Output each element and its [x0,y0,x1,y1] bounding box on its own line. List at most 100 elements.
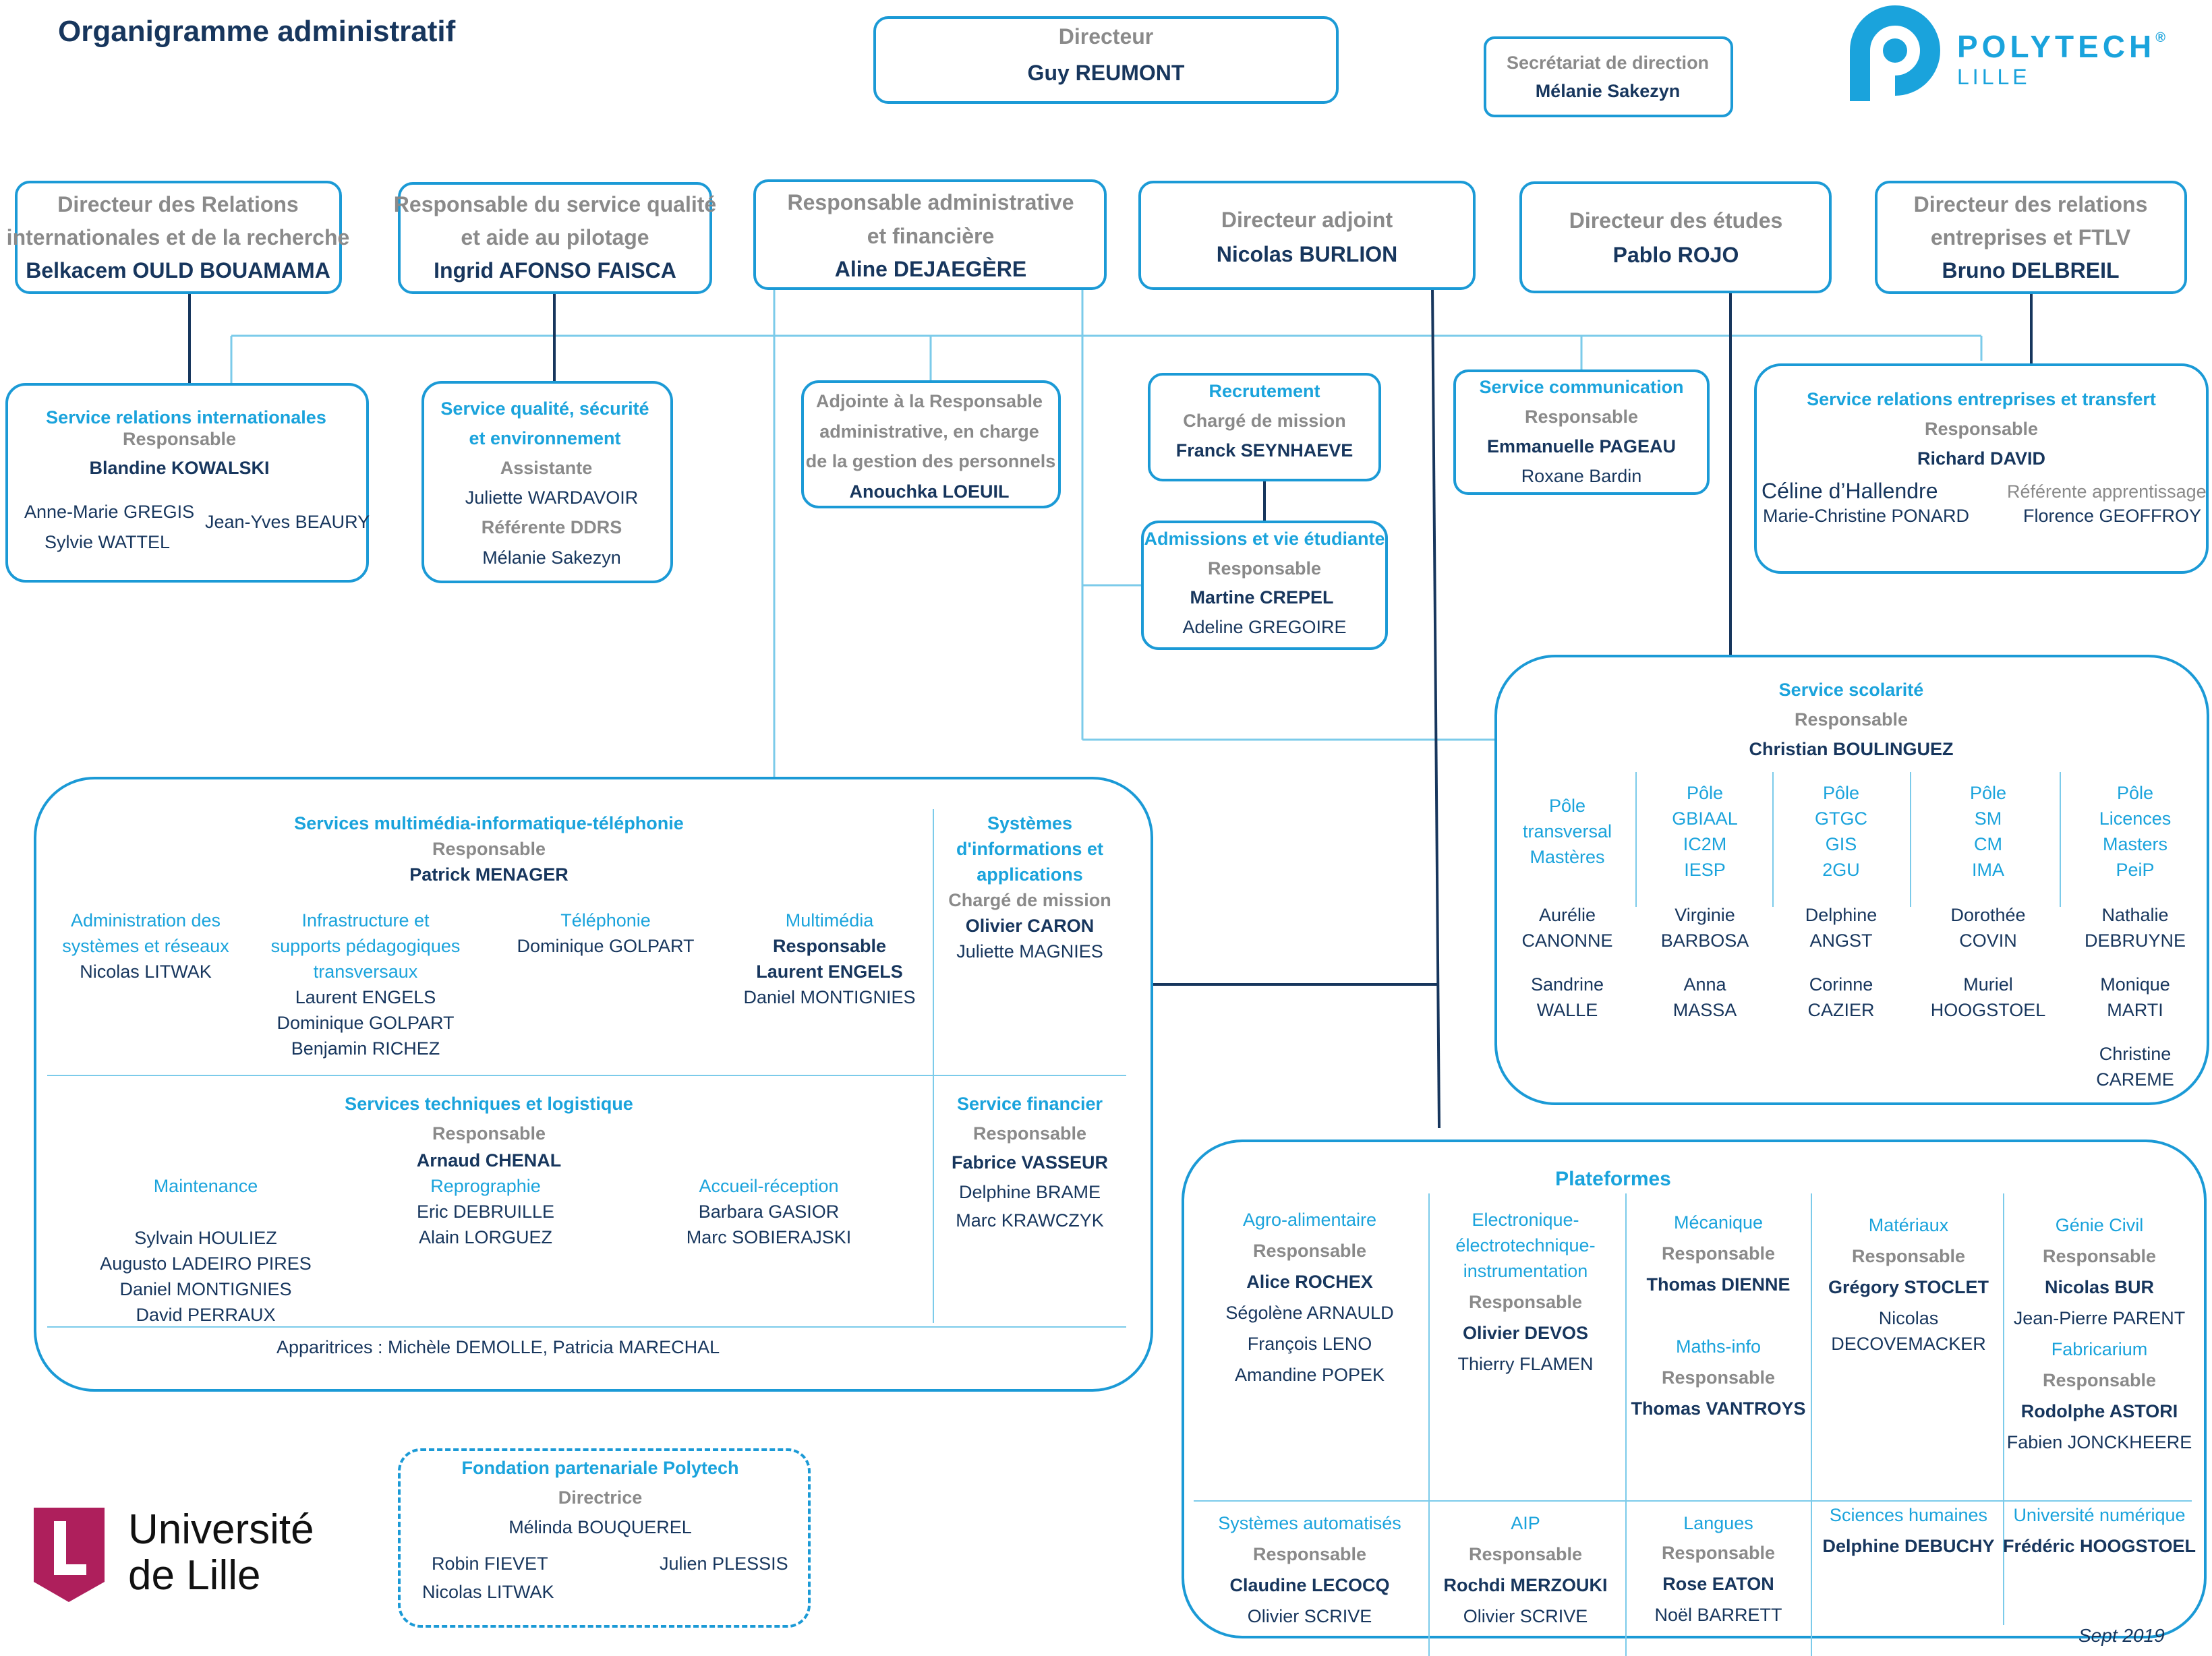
service-title: Services multimédia-informatique-télépho… [294,813,684,833]
universite-line1: Université [128,1506,314,1553]
adjointe-line: de la gestion des personnels [805,451,1056,471]
service-role: Chargé de mission [1183,411,1346,431]
box-fondation [398,1448,811,1628]
polytech-logo: POLYTECH® LILLE [1845,0,2169,108]
polytech-name-text: POLYTECH [1957,29,2156,64]
pole-label: PeiP [2116,860,2155,880]
box-responsable-qualite [398,182,712,294]
plat-role: Responsable [1661,1367,1776,1388]
plat-label: Maths-info [1675,1336,1762,1357]
divider-vertical [933,809,934,1323]
plat-label: Mécanique [1673,1212,1764,1233]
plat-person: Jean-Pierre PARENT [2013,1308,2186,1328]
top-name: Ingrid AFONSO FAISCA [434,258,676,283]
pole-person: CANONNE [1521,930,1613,951]
member: Juliette WARDAVOIR [465,487,639,508]
plat-head: Rose EATON [1662,1574,1774,1594]
pole-divider [1910,772,1911,907]
plat-role: Responsable [1252,1241,1367,1261]
pole-person: BARBOSA [1660,930,1749,951]
pole-label: 2GU [1822,860,1860,880]
mm-col-label: systèmes et réseaux [62,936,229,956]
service-title: et environnement [469,428,621,448]
member: Roxane Bardin [1521,466,1642,486]
universite-lille-logo: Université de Lille [34,1508,330,1609]
box-admissions [1141,521,1388,650]
pole-label: Pôle [1822,783,1860,803]
pole-label: Pôle [1548,796,1586,816]
box-directeur-entreprises [1875,181,2187,294]
plat-divider-horizontal [1194,1500,2192,1502]
box-recrutement [1148,373,1381,481]
date-note: Sept 2019 [2078,1625,2165,1646]
director-role: Directeur [1058,24,1154,49]
si-role: Chargé de mission [948,890,1111,910]
pole-divider [2060,772,2061,907]
plat-person: Fabien JONCKHEERE [2006,1432,2192,1452]
pole-label: IC2M [1683,834,1727,854]
director-box [873,16,1339,104]
plat-label: Agro-alimentaire [1242,1210,1377,1230]
fondation-member: Nicolas LITWAK [422,1582,554,1602]
tech-person: Daniel MONTIGNIES [119,1279,292,1299]
tech-col-label: Maintenance [153,1176,258,1196]
pole-label: Pôle [1686,783,1724,803]
plat-label: Matériaux [1868,1215,1949,1235]
plat-head: Frédéric HOOGSTOEL [2002,1536,2196,1556]
mm-col-label: supports pédagogiques [270,936,461,956]
pole-person: Anna [1683,974,1726,995]
polytech-sub: LILLE [1957,65,2031,89]
plat-label: AIP [1511,1513,1540,1533]
pole-label: IMA [1971,860,2005,880]
top-name: Pablo ROJO [1612,243,1739,267]
service-role: Référente DDRS [481,517,622,537]
fondation-member: Julien PLESSIS [660,1554,788,1574]
member: Mélanie Sakezyn [482,548,621,568]
mm-col-label: transversaux [313,962,418,982]
pole-label: Mastères [1530,847,1605,867]
plat-head: Nicolas BUR [2044,1277,2155,1297]
top-role-line: et financière [867,224,995,248]
adjointe-line: Adjointe à la Responsable [815,391,1043,411]
mm-role: Responsable [772,936,887,956]
tech-person: Augusto LADEIRO PIRES [100,1253,312,1274]
polytech-name: POLYTECH® [1957,31,2170,62]
pole-label: Masters [2102,834,2168,854]
tech-person: Marc SOBIERAJSKI [686,1227,852,1247]
member: Jean-Yves BEAURY [205,512,370,532]
plat-head: Alice ROCHEX [1246,1272,1373,1292]
service-head: Martine CREPEL [1190,587,1334,608]
box-plateformes [1182,1140,2207,1638]
secretariat-box [1484,36,1733,117]
top-role-line: entreprises et FTLV [1930,225,2131,249]
plat-person: Nicolas [1878,1308,1939,1328]
pole-label: SM [1974,808,2002,829]
adjointe-name: Anouchka LOEUIL [849,481,1010,502]
tech-col-label: Accueil-réception [699,1176,839,1196]
plat-person: Ségolène ARNAULD [1225,1303,1394,1323]
top-role-line: internationales et de la recherche [6,225,350,249]
member: Céline d’Hallendre [1762,479,1938,503]
service-title: Service scolarité [1778,680,1924,700]
plat-divider [2003,1193,2004,1625]
service-head: Blandine KOWALSKI [89,458,270,478]
financier-head: Fabrice VASSEUR [951,1152,1109,1173]
plat-divider [1811,1193,1812,1656]
service-role: Responsable [1524,407,1639,427]
pole-person: WALLE [1536,1000,1598,1020]
top-role-line: et aide au pilotage [461,225,649,249]
mm-person: Benjamin RICHEZ [291,1038,440,1059]
service-role: Responsable [122,429,237,449]
top-role-line: Directeur adjoint [1221,208,1393,232]
service-title: Recrutement [1209,381,1320,401]
plat-head: Claudine LECOCQ [1229,1575,1390,1595]
fondation-title: Fondation partenariale Polytech [461,1458,739,1478]
financier-title: Service financier [956,1094,1103,1114]
mm-person: Laurent ENGELS [295,987,436,1007]
top-role-line: Responsable du service qualité [393,192,717,216]
divider-horizontal [47,1075,1126,1076]
pole-label: IESP [1684,860,1726,880]
plat-person: Amandine POPEK [1234,1365,1385,1385]
financier-role: Responsable [972,1123,1087,1144]
si-member: Juliette MAGNIES [956,941,1103,962]
